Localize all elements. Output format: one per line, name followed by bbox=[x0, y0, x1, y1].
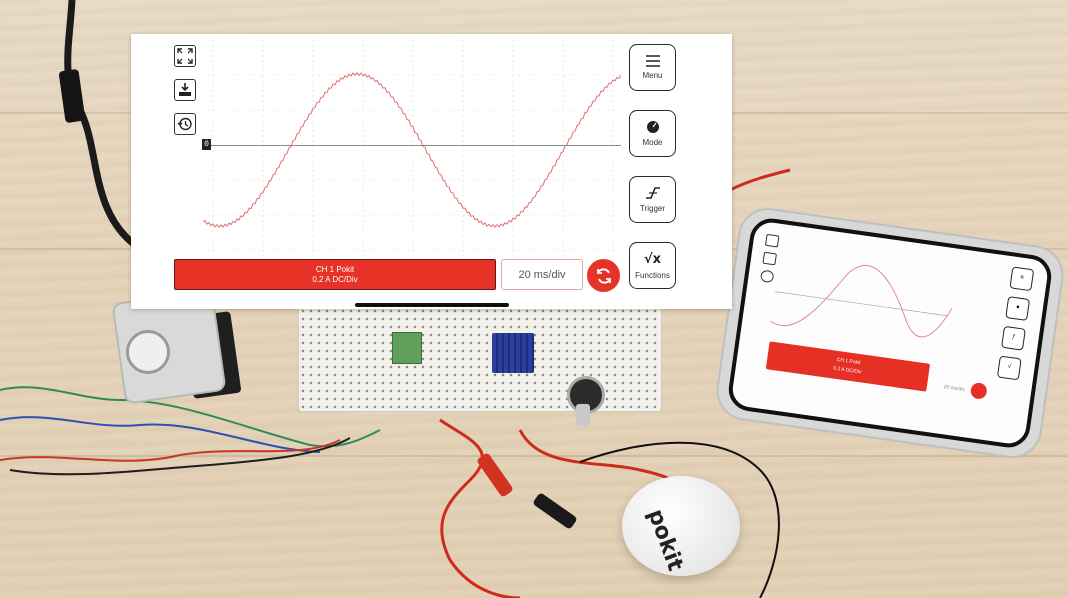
refresh-icon bbox=[596, 267, 611, 284]
timebase-selector[interactable]: 20 ms/div bbox=[501, 259, 583, 290]
home-indicator bbox=[355, 303, 509, 307]
menu-button-label: Menu bbox=[642, 71, 663, 80]
phone-autoscale-button bbox=[969, 381, 988, 400]
phone-menu-button: ≡ bbox=[1009, 266, 1035, 292]
phone-mode-button: ● bbox=[1005, 296, 1031, 321]
capture-button[interactable] bbox=[174, 79, 196, 101]
desk-plank-seam bbox=[0, 455, 1068, 457]
hamburger-icon bbox=[645, 55, 660, 67]
phone-functions-button: √ bbox=[996, 355, 1022, 381]
gauge-icon bbox=[646, 121, 659, 133]
phone-expand-icon bbox=[764, 233, 780, 248]
pokit-device bbox=[622, 476, 740, 576]
sensor-module bbox=[392, 332, 422, 364]
zero-reference-line bbox=[203, 145, 621, 146]
stepper-motor-shaft bbox=[126, 330, 170, 374]
trigger-button-label: Trigger bbox=[639, 204, 666, 213]
trigger-button[interactable]: Trigger bbox=[629, 176, 676, 223]
channel-selector[interactable]: CH 1 Pokit 0.2 A DC/Div bbox=[174, 259, 496, 290]
history-icon bbox=[177, 117, 192, 131]
expand-icon bbox=[177, 48, 193, 64]
mode-button[interactable]: Mode bbox=[629, 110, 676, 157]
oscilloscope-app: 0 Menu Mode bbox=[131, 34, 732, 309]
fullscreen-button[interactable] bbox=[174, 45, 196, 67]
phone-trace bbox=[770, 265, 953, 338]
sqrt-icon: √x bbox=[643, 251, 662, 267]
phone-device: ≡ ● ƒ √ CH 1 Pokit 0.2 A DC/Div 20 ms/di… bbox=[712, 204, 1068, 462]
menu-button[interactable]: Menu bbox=[629, 44, 676, 91]
phone-download-icon bbox=[762, 251, 777, 266]
waveform-plot[interactable] bbox=[203, 40, 621, 260]
potentiometer-shaft bbox=[576, 404, 590, 426]
channel-scale: 0.2 A DC/Div bbox=[312, 274, 358, 284]
plot-grid bbox=[203, 40, 621, 260]
motor-driver-heatsink bbox=[492, 333, 534, 373]
breadboard bbox=[298, 306, 662, 412]
history-button[interactable] bbox=[174, 113, 196, 135]
phone-timebase: 20 ms/div bbox=[943, 384, 966, 393]
channel-name: CH 1 Pokit bbox=[315, 264, 355, 274]
functions-button-label: Functions bbox=[635, 270, 670, 280]
trigger-edge-icon bbox=[645, 187, 660, 199]
phone-screen: ≡ ● ƒ √ CH 1 Pokit 0.2 A DC/Div 20 ms/di… bbox=[725, 215, 1055, 451]
zero-marker[interactable]: 0 bbox=[202, 139, 211, 150]
phone-history-icon bbox=[759, 269, 775, 284]
mode-button-label: Mode bbox=[642, 138, 663, 147]
signal-trace bbox=[203, 71, 621, 229]
functions-button[interactable]: √x Functions bbox=[629, 242, 676, 289]
phone-trigger-button: ƒ bbox=[1001, 325, 1026, 351]
download-icon bbox=[179, 83, 191, 96]
autoscale-button[interactable] bbox=[587, 259, 620, 292]
